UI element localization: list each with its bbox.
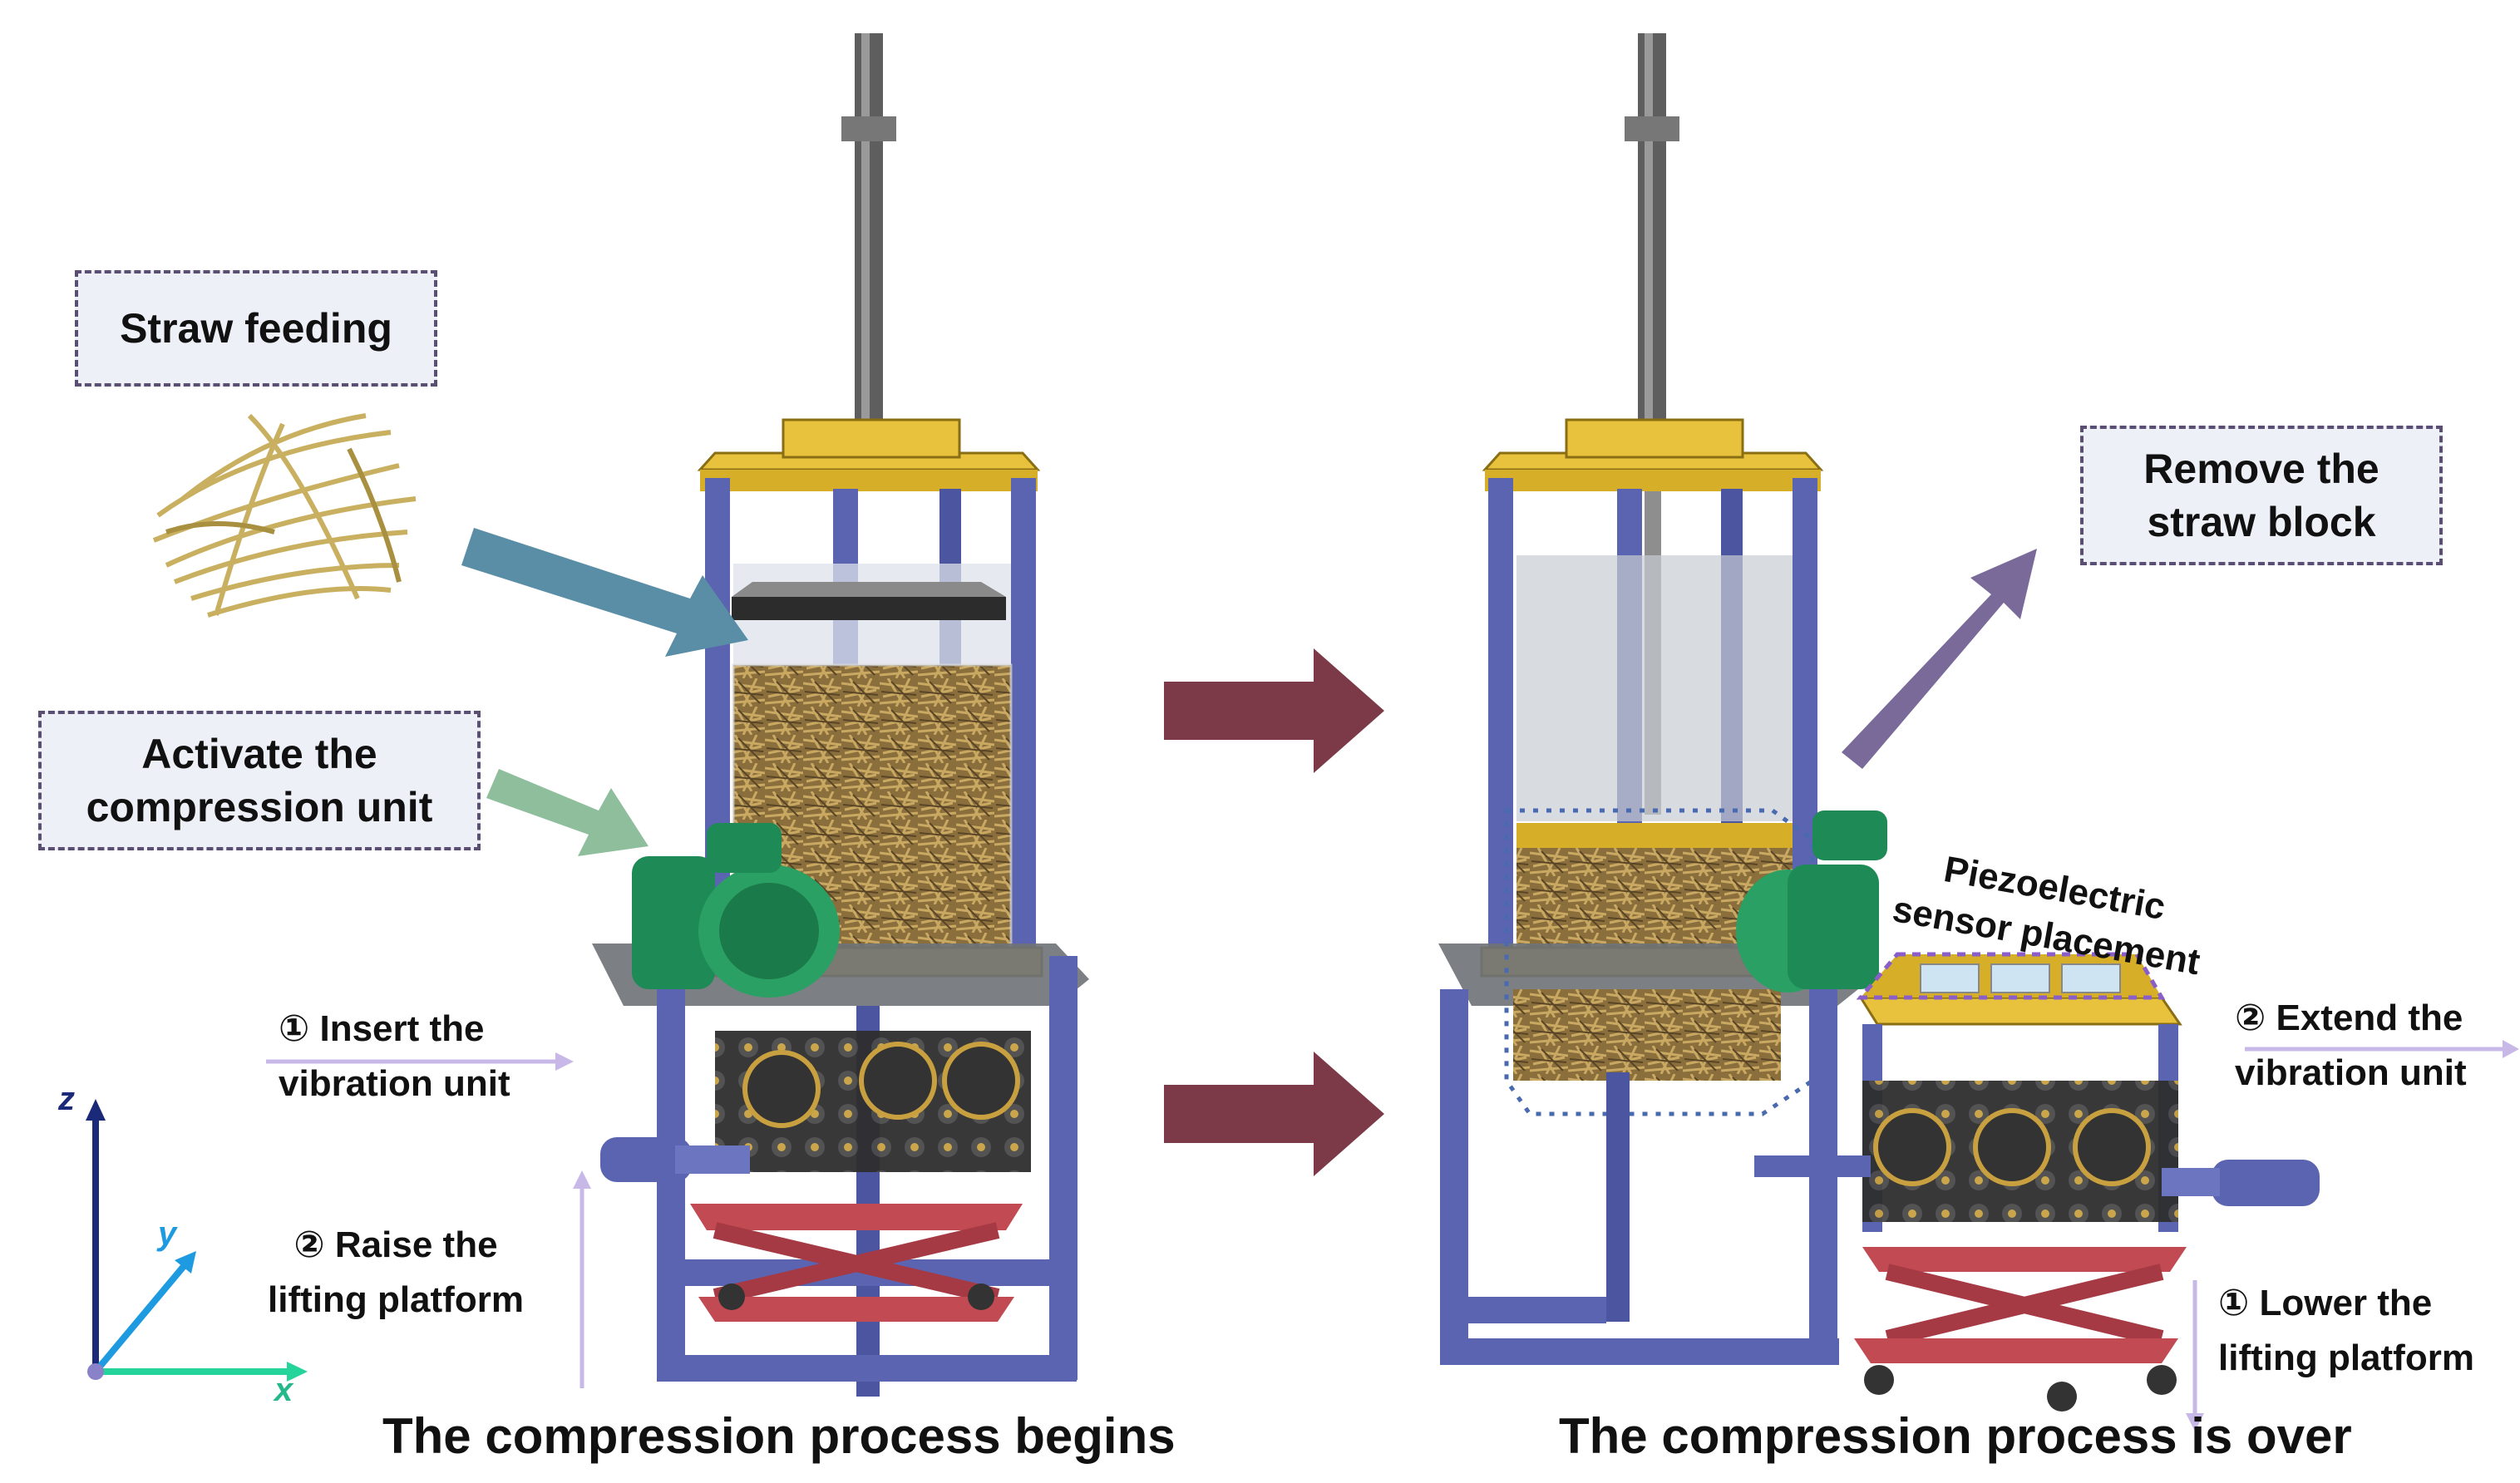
left-motor bbox=[632, 823, 840, 998]
arrow-teal-feed bbox=[461, 528, 748, 657]
right-machine bbox=[1438, 33, 2320, 1412]
axis-label-z: z bbox=[58, 1081, 75, 1117]
right-lift-platform bbox=[1854, 1247, 2187, 1412]
left-lift-platform bbox=[690, 1204, 1023, 1322]
right-chamber bbox=[1516, 555, 1793, 821]
label-extend-vibration: ② Extend the vibration unit bbox=[2235, 998, 2467, 1093]
label-insert-vibration: ① Insert the vibration unit bbox=[279, 1008, 510, 1104]
label-raise-platform: ② Raise the lifting platform bbox=[268, 1224, 524, 1320]
sensor-outline bbox=[1856, 952, 2166, 1000]
axis-label-y: y bbox=[158, 1215, 177, 1252]
right-motor bbox=[1736, 810, 1887, 993]
label-lower-platform: ① Lower the lifting platform bbox=[2218, 1283, 2474, 1378]
arrow-green-activate bbox=[486, 769, 648, 856]
sensor-platform bbox=[1856, 952, 2182, 1232]
left-machine bbox=[592, 33, 1089, 1397]
arrow-lower-platform bbox=[2186, 1280, 2204, 1431]
label-activate-compression: Activate the compression unit bbox=[38, 711, 481, 850]
arrow-maroon-bottom bbox=[1164, 1052, 1384, 1176]
straw-block-outline bbox=[1504, 808, 1815, 1116]
caption-process-begins: The compression process begins bbox=[382, 1408, 1176, 1464]
label-straw-feeding: Straw feeding bbox=[75, 270, 437, 387]
arrow-insert-vibration bbox=[266, 1052, 574, 1071]
arrow-extend-vibration bbox=[2245, 1040, 2519, 1058]
straw-bundle-illustration bbox=[152, 413, 417, 618]
axis-label-x: x bbox=[274, 1372, 293, 1408]
arrow-maroon-top bbox=[1164, 648, 1384, 773]
arrow-raise-platform bbox=[573, 1170, 591, 1388]
coordinate-axes bbox=[86, 1099, 308, 1382]
caption-process-over: The compression process is over bbox=[1559, 1408, 2352, 1464]
arrow-purple-remove bbox=[1842, 549, 2037, 769]
label-remove-block: Remove the straw block bbox=[2080, 426, 2443, 565]
